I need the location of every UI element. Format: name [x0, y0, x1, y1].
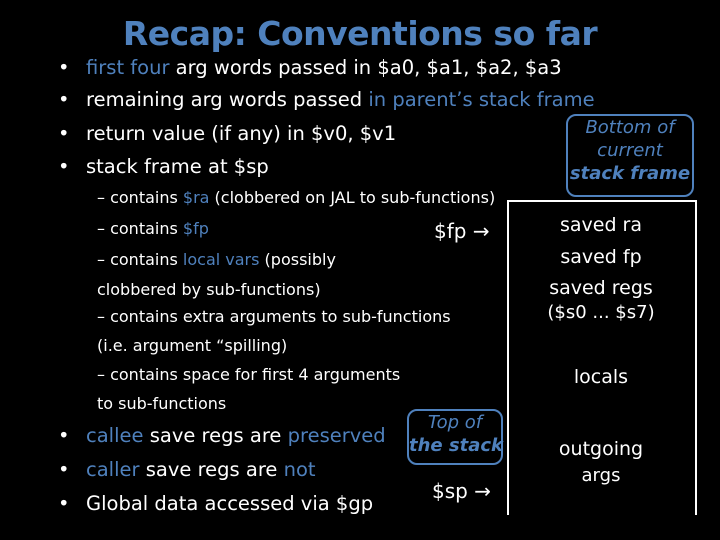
- highlight-fp: $fp: [182, 219, 209, 238]
- bullet-text: save regs are: [143, 424, 288, 447]
- bullet-dot: •: [58, 155, 70, 178]
- frame-saved-regs: saved regs: [549, 277, 653, 299]
- bullet-dot: •: [58, 88, 70, 111]
- sub-text: – contains: [97, 219, 183, 238]
- bullet-dot: •: [58, 424, 70, 447]
- callout-text: Bottom: [585, 117, 652, 138]
- sub-bullet-space-cont: to sub-functions: [97, 394, 227, 413]
- highlight-first-four: first four: [86, 56, 170, 79]
- frame-regs-range: ($s0 ... $s7): [547, 302, 655, 323]
- bullet-dot: •: [58, 458, 70, 481]
- fp-pointer: $fp →: [434, 219, 490, 243]
- highlight-caller: caller: [86, 458, 140, 481]
- callout-text: Top of: [427, 412, 483, 433]
- sub-bullet-spilling: (i.e. argument “spilling): [97, 336, 288, 355]
- sub-bullet-extra-args: – contains extra arguments to sub-functi…: [97, 307, 451, 326]
- callout-bottom-of-frame: Bottom of current stack frame: [566, 114, 694, 197]
- highlight-ra: $ra: [182, 188, 210, 207]
- highlight-preserved: preserved: [287, 424, 386, 447]
- bullet-text: stack frame at $sp: [86, 155, 269, 178]
- sub-bullet-ra: – contains $ra (clobbered on JAL to sub-…: [97, 188, 495, 207]
- highlight-not: not: [283, 458, 316, 481]
- sub-text: – contains: [97, 188, 183, 207]
- sub-bullet-locals-cont: clobbered by sub-functions): [97, 280, 321, 299]
- bullet-dot: •: [58, 56, 70, 79]
- sub-text: (possibly: [259, 250, 336, 269]
- sub-text: – contains: [97, 250, 183, 269]
- callout-top-of-stack: Top of the stack: [407, 409, 503, 465]
- highlight-callee: callee: [86, 424, 144, 447]
- callout-text: current: [597, 140, 663, 161]
- callout-text: the stack: [409, 435, 503, 456]
- frame-args: args: [581, 465, 621, 486]
- sp-label: $sp: [432, 479, 468, 503]
- bullet-dot: •: [58, 122, 70, 145]
- fp-label: $fp: [434, 219, 467, 243]
- right-arrow-icon: →: [474, 479, 491, 503]
- highlight-local-vars: local vars: [182, 250, 260, 269]
- sub-bullet-space: – contains space for first 4 arguments: [97, 365, 401, 384]
- slide-title: Recap: Conventions so far: [122, 14, 598, 53]
- frame-saved-ra: saved ra: [559, 214, 643, 236]
- bullet-dot: •: [58, 492, 70, 515]
- sub-text: (clobbered on JAL to sub-functions): [209, 188, 496, 207]
- bullet-text: arg words passed in $a0, $a1, $a2, $a3: [169, 56, 562, 79]
- bullet-text: return value (if any) in $v0, $v1: [86, 122, 397, 145]
- bullet-text: remaining arg words passed: [86, 88, 369, 111]
- bullet-text: Global data accessed via $gp: [86, 492, 374, 515]
- sub-bullet-fp: – contains $fp: [97, 219, 209, 238]
- callout-text: of: [651, 117, 675, 138]
- sub-bullet-locals: – contains local vars (possibly: [97, 250, 336, 269]
- callout-text: stack frame: [569, 163, 691, 184]
- frame-locals: locals: [573, 366, 629, 388]
- frame-outgoing: outgoing: [558, 438, 644, 460]
- sp-pointer: $sp →: [432, 479, 491, 503]
- frame-saved-fp: saved fp: [560, 246, 642, 268]
- stack-frame-diagram: [507, 200, 697, 515]
- highlight-parent-frame: in parent’s stack frame: [368, 88, 595, 111]
- right-arrow-icon: →: [472, 219, 490, 243]
- frame-top-line: [507, 200, 695, 202]
- bullet-text: save regs are: [139, 458, 284, 481]
